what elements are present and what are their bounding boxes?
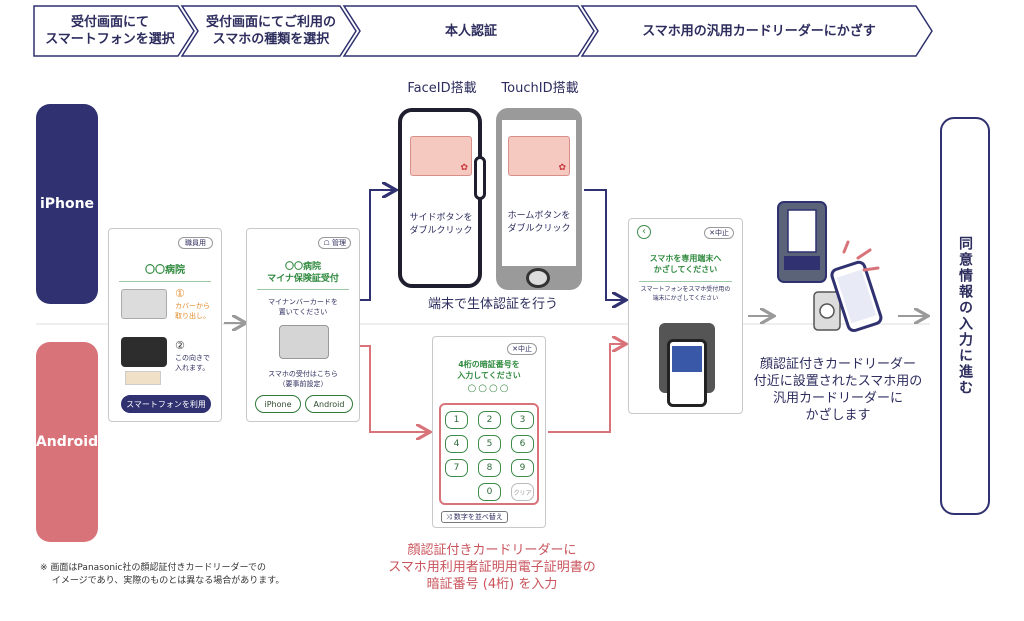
reception-screen-2: ☖ 管理 〇〇病院 マイナ保険証受付 マイナンバーカードを 置いてください スマ… bbox=[246, 228, 360, 422]
key-1[interactable]: 1 bbox=[445, 411, 468, 429]
keypad-frame bbox=[439, 403, 539, 505]
final-step-text: 同意情報の入力に進む bbox=[957, 236, 973, 396]
divider-line bbox=[119, 281, 211, 282]
card-reader-illustration bbox=[279, 325, 329, 359]
step-2-label: 受付画面にてご利用の スマホの種類を選択 bbox=[205, 15, 336, 47]
insert-card-message: マイナンバーカードを 置いてください bbox=[268, 298, 338, 316]
biometric-caption: 端末で生体認証を行う bbox=[427, 297, 558, 312]
step-1-number: ① bbox=[175, 287, 185, 300]
key-3[interactable]: 3 bbox=[511, 411, 534, 429]
key-2[interactable]: 2 bbox=[478, 411, 501, 429]
phone-on-reader-illustration bbox=[667, 339, 707, 407]
key-4[interactable]: 4 bbox=[445, 435, 468, 453]
faceid-phone: ✿ サイドボタンを ダブルクリック bbox=[398, 108, 486, 288]
home-button-icon bbox=[526, 268, 550, 288]
pin-dots: ○○○○ bbox=[467, 383, 511, 394]
reader-screen: ‹ ✕中止 スマホを専用端末へ かざしてください スマートフォンをスマホ受付用の… bbox=[628, 218, 743, 414]
card-illustration bbox=[121, 289, 167, 319]
faceid-instruction: サイドボタンを ダブルクリック bbox=[409, 213, 473, 236]
back-button[interactable]: ‹ bbox=[637, 225, 651, 239]
reader-title: スマホを専用端末へ かざしてください bbox=[649, 254, 722, 274]
step-2-number: ② bbox=[175, 339, 185, 352]
reception-screen-1: 職員用 〇〇病院 ① カバーから 取り出し。 ② この向きで 入れます。 スマー… bbox=[108, 228, 222, 422]
row-label-android: Android bbox=[36, 342, 98, 542]
step-2-text: この向きで 入れます。 bbox=[175, 354, 210, 372]
reader-tap-illustration bbox=[777, 201, 883, 333]
cancel-button[interactable]: ✕中止 bbox=[704, 227, 734, 239]
step-chevrons bbox=[33, 5, 933, 57]
final-step-box: 同意情報の入力に進む bbox=[940, 117, 990, 515]
faceid-label: FaceID搭載 bbox=[407, 81, 477, 96]
iphone-button[interactable]: iPhone bbox=[255, 395, 301, 413]
card-flower-icon: ✿ bbox=[558, 163, 566, 173]
touchid-screen: ✿ ホームボタンを ダブルクリック bbox=[502, 120, 576, 266]
key-0[interactable]: 0 bbox=[478, 483, 501, 501]
staff-tag: 職員用 bbox=[178, 237, 213, 249]
side-button-highlight bbox=[474, 156, 486, 200]
shuffle-button[interactable]: ⤨ 数字を並べ替え bbox=[441, 511, 508, 523]
footnote: ※ 画面はPanasonic社の顔認証付きカードリーダーでの イメージであり、実… bbox=[40, 563, 285, 586]
arrow-keypad-to-reader bbox=[548, 344, 624, 433]
mynumber-card-icon: ✿ bbox=[410, 136, 472, 176]
step-3-label: 本人認証 bbox=[444, 23, 497, 39]
divider-line bbox=[257, 289, 349, 290]
card-flower-icon: ✿ bbox=[460, 163, 468, 173]
cancel-button[interactable]: ✕中止 bbox=[507, 343, 537, 355]
hospital-name: 〇〇病院 bbox=[145, 265, 185, 276]
key-8[interactable]: 8 bbox=[478, 459, 501, 477]
pin-entry-screen: ✕中止 4桁の暗証番号を 入力してください ○○○○ 1 2 3 4 5 6 7… bbox=[432, 336, 546, 528]
touchid-label: TouchID搭載 bbox=[501, 81, 579, 96]
smartphone-note: スマホの受付はこちら （要事前設定） bbox=[268, 370, 338, 388]
arrow-touch-to-reader bbox=[584, 189, 624, 300]
step-1-text: カバーから 取り出し。 bbox=[175, 302, 210, 320]
mynumber-card-icon: ✿ bbox=[508, 136, 570, 176]
step-4-label: スマホ用の汎用カードリーダーにかざす bbox=[642, 23, 876, 39]
divider-line bbox=[639, 281, 732, 282]
reader-illustration bbox=[121, 337, 167, 367]
key-clear[interactable]: クリア bbox=[511, 483, 534, 501]
mini-card-illustration bbox=[125, 371, 161, 385]
screen-title: 〇〇病院 マイナ保険証受付 bbox=[267, 262, 339, 284]
touchid-phone: ✿ ホームボタンを ダブルクリック bbox=[496, 108, 582, 290]
key-6[interactable]: 6 bbox=[511, 435, 534, 453]
key-5[interactable]: 5 bbox=[478, 435, 501, 453]
use-smartphone-button[interactable]: スマートフォンを利用 bbox=[121, 395, 211, 413]
reader-caption: 顔認証付きカードリーダー 付近に設置されたスマホ用の 汎用カードリーダーに かざ… bbox=[753, 357, 923, 423]
android-button[interactable]: Android bbox=[305, 395, 353, 413]
reader-message: スマートフォンをスマホ受付用の 端末にかざしてください bbox=[640, 286, 731, 302]
row-label-iphone: iPhone bbox=[36, 104, 98, 304]
pin-caption: 顔認証付きカードリーダーに スマホ用利用者証明用電子証明書の 暗証番号 (4桁)… bbox=[388, 543, 596, 592]
touchid-instruction: ホームボタンを ダブルクリック bbox=[507, 211, 571, 234]
admin-tag: ☖ 管理 bbox=[318, 237, 351, 249]
key-9[interactable]: 9 bbox=[511, 459, 534, 477]
arrow-android-path bbox=[356, 345, 428, 432]
key-7[interactable]: 7 bbox=[445, 459, 468, 477]
pin-title: 4桁の暗証番号を 入力してください bbox=[457, 360, 521, 380]
arrow-iphone-path bbox=[356, 190, 394, 301]
step-header: 受付画面にて スマートフォンを選択 受付画面にてご利用の スマホの種類を選択 本… bbox=[0, 0, 1024, 64]
step-1-label: 受付画面にて スマートフォンを選択 bbox=[45, 15, 175, 47]
